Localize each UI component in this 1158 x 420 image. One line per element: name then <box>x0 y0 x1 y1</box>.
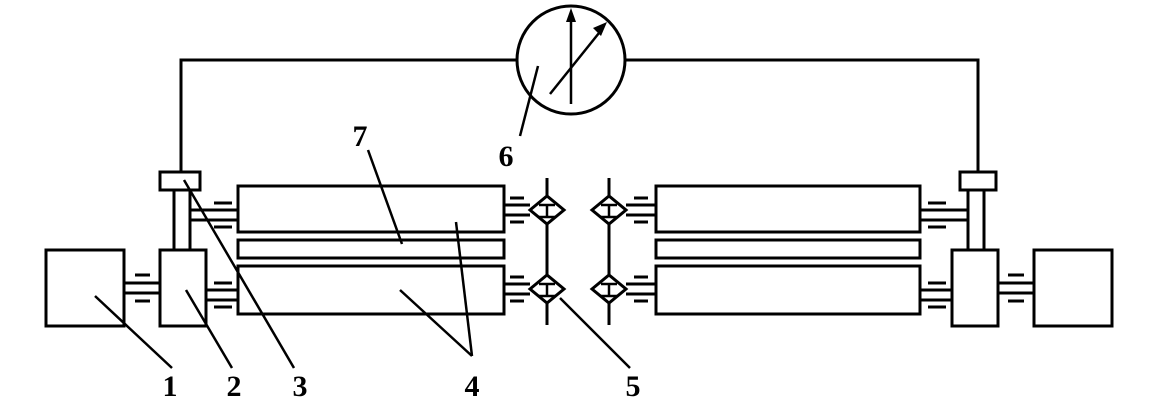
right-lower-bar <box>654 264 922 316</box>
label-1: 1 <box>163 370 178 403</box>
right-gearbox <box>950 248 1000 328</box>
left-assembly <box>44 170 530 328</box>
right-assembly <box>626 170 1114 328</box>
right-upper-bar <box>654 184 922 234</box>
left-middle-bar <box>236 238 506 260</box>
right-sensor <box>958 170 998 192</box>
callout-labels: 1 2 3 4 5 6 7 <box>163 120 641 403</box>
label-5: 5 <box>626 370 641 403</box>
label-3: 3 <box>293 370 308 403</box>
left-lower-bar <box>236 264 506 316</box>
left-upper-bar <box>236 184 506 234</box>
signal-wires <box>179 58 980 172</box>
label-4: 4 <box>465 370 480 403</box>
label-7: 7 <box>353 120 368 153</box>
right-middle-bar <box>654 238 922 260</box>
right-motor <box>1032 248 1114 328</box>
right-joints <box>589 178 629 325</box>
left-motor <box>44 248 126 328</box>
gauge-meter <box>515 4 627 116</box>
label-2: 2 <box>227 370 242 403</box>
left-sensor <box>158 170 202 192</box>
label-6: 6 <box>499 140 514 173</box>
left-joints <box>527 178 567 325</box>
leader-lines <box>94 65 631 369</box>
